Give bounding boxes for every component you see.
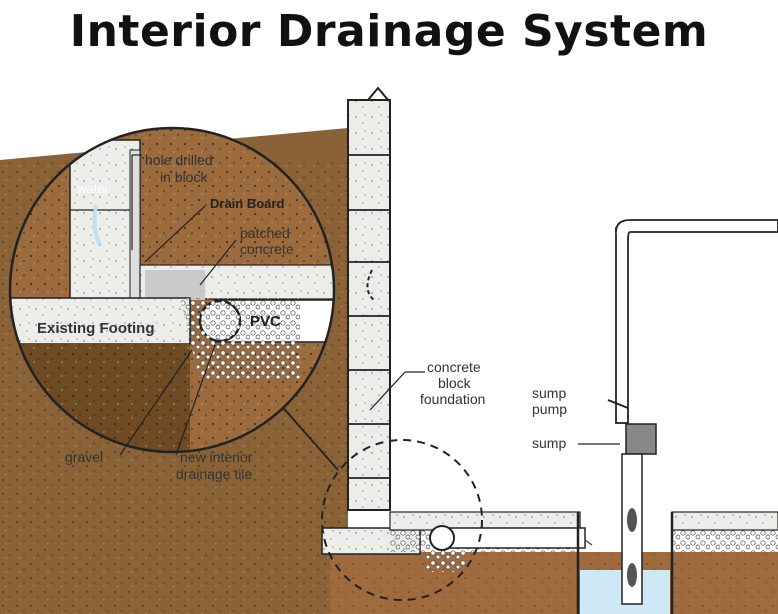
- sump-pump: [607, 219, 778, 605]
- detail-callout-ring: [321, 439, 483, 601]
- magnified-detail: [10, 128, 334, 452]
- drain-pipe: [439, 527, 586, 549]
- label-block-1: concrete: [427, 359, 481, 375]
- label-sump-pump-2: pump: [532, 401, 567, 417]
- label-new-tile-1: new interior: [180, 449, 253, 465]
- label-drain-board: Drain Board: [210, 196, 284, 211]
- label-block-2: block: [438, 375, 472, 391]
- label-sump: sump: [532, 435, 566, 451]
- label-patched-2: concrete: [240, 241, 294, 257]
- label-sump-pump-1: sump: [532, 385, 566, 401]
- label-pvc: PVC: [250, 313, 281, 330]
- diagram-title: Interior Drainage System: [69, 6, 709, 57]
- label-hole-drilled-1: hole drilled: [145, 152, 213, 168]
- floor-slab-right: [671, 511, 778, 531]
- label-water: water: [76, 181, 109, 196]
- label-new-tile-2: drainage tile: [176, 466, 252, 482]
- label-hole-drilled-2: in block: [160, 169, 208, 185]
- label-gravel: gravel: [65, 449, 103, 465]
- label-block-3: foundation: [420, 391, 485, 407]
- label-patched-1: patched: [240, 225, 290, 241]
- label-existing-footing: Existing Footing: [37, 320, 155, 337]
